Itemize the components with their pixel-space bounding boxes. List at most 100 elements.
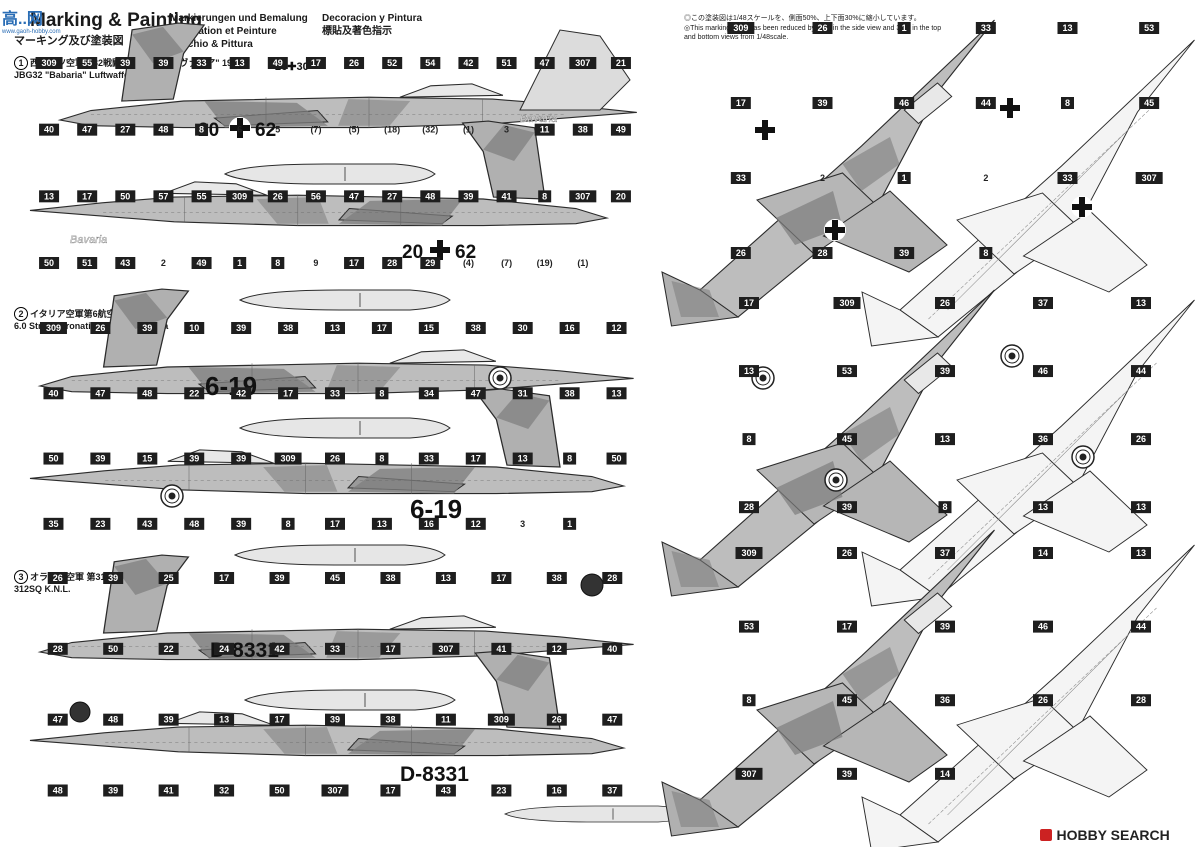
callout-number: 25 — [164, 573, 174, 583]
callout-s1_left-53: 1 — [233, 257, 247, 269]
callout-s1_left-46: 307 — [569, 190, 597, 203]
callout-number: 9 — [313, 258, 318, 268]
callout-s1_left-20: 8 — [195, 123, 209, 136]
scheme-1-tank-lower — [239, 289, 451, 311]
watermark-bottom-right: HOBBY SEARCH — [1040, 826, 1170, 844]
callout-s2_left-12: 12 — [606, 322, 627, 334]
callout-number: 13 — [330, 323, 340, 333]
callout-number: 33 — [736, 173, 746, 183]
callout-s3_left-3: 17 — [214, 572, 235, 584]
callout-s3_left-15: 42 — [269, 642, 290, 655]
callout-s1_left-16: 40 — [39, 123, 60, 136]
callout-right_bot-14: 28 — [1131, 694, 1151, 707]
callout-number: 48 — [108, 715, 118, 725]
callout-number: 42 — [463, 58, 473, 68]
callout-s3_left-24: 39 — [158, 713, 179, 726]
callout-right_bot-17: 14 — [935, 767, 955, 780]
iron-cross-marking — [1071, 196, 1093, 218]
callout-number: 13 — [940, 434, 950, 444]
callout-number: 41 — [496, 644, 506, 654]
callout-right_mid-9: 44 — [1131, 365, 1151, 378]
callout-right_mid-4: 13 — [1131, 297, 1151, 309]
callout-number: 50 — [120, 191, 130, 201]
callout-right_top-6: 17 — [730, 97, 751, 109]
callout-s3_left-32: 47 — [602, 713, 623, 726]
callout-number: 8 — [199, 125, 204, 135]
callout-right_mid-10: 8 — [742, 433, 756, 446]
callout-s3_left-38: 307 — [321, 784, 349, 797]
callout-right_bot-10: 8 — [742, 694, 756, 707]
callout-number: 39 — [842, 769, 852, 779]
scheme-2-bottom-view — [861, 299, 1195, 607]
callout-number: (1) — [463, 125, 474, 135]
callout-right_top-1: 26 — [812, 22, 833, 34]
callout-number: 47 — [540, 58, 550, 68]
watermark-url: www.gaoh-hobby.com — [2, 29, 61, 35]
callout-s1_left-49: 51 — [77, 257, 98, 269]
callout-s1_left-51: 2 — [161, 258, 166, 268]
callout-s1_left-33: 17 — [77, 190, 98, 203]
callout-s3_left-36: 32 — [214, 784, 235, 797]
callout-number: 17 — [219, 573, 229, 583]
callout-number: 8 — [1065, 98, 1070, 108]
callout-s2_left-18: 17 — [278, 387, 299, 400]
callout-s2_left-45: 17 — [325, 517, 345, 530]
callout-number: 41 — [502, 191, 512, 201]
callout-number: 48 — [425, 191, 435, 201]
callout-number: 309 — [733, 23, 748, 33]
callout-number: 13 — [1136, 548, 1146, 558]
callout-number: 10 — [189, 323, 199, 333]
callout-right_mid-1: 309 — [833, 297, 861, 309]
callout-number: 17 — [275, 715, 285, 725]
callout-s3_left-13: 22 — [158, 642, 179, 655]
callout-s2_left-24: 38 — [559, 387, 580, 400]
callout-number: 51 — [502, 58, 512, 68]
callout-number: 47 — [471, 388, 481, 398]
big-serials: 6-19 6-19 D-8331 D-8331 — [205, 371, 469, 786]
callout-right_top-14: 1 — [897, 172, 911, 184]
callout-number: 39 — [236, 323, 246, 333]
callout-number: 14 — [1038, 548, 1048, 558]
callout-number: 39 — [158, 58, 168, 68]
callout-number: (18) — [384, 125, 400, 135]
callout-right_bot-13: 26 — [1033, 694, 1053, 707]
callout-s1_left-60: (7) — [501, 258, 512, 268]
callout-number: 54 — [425, 58, 435, 68]
callout-number: 17 — [736, 98, 746, 108]
tail-badge — [580, 573, 604, 597]
callout-number: 309 — [741, 548, 756, 558]
callout-number: 3 — [504, 125, 509, 135]
callout-number: 53 — [842, 366, 852, 376]
callout-right_bot-9: 44 — [1131, 620, 1151, 633]
callout-number: 309 — [839, 298, 854, 308]
callout-number: 307 — [438, 644, 453, 654]
callout-s2_left-9: 38 — [465, 322, 486, 334]
callout-number: 29 — [425, 258, 435, 268]
callout-number: 8 — [983, 248, 988, 258]
callout-number: 28 — [387, 258, 397, 268]
callout-s3_left-5: 45 — [325, 572, 345, 584]
callout-s2_left-0: 309 — [39, 322, 67, 334]
callout-right_mid-17: 8 — [938, 501, 952, 514]
callout-number: 26 — [1136, 434, 1146, 444]
callout-s3_left-26: 17 — [269, 713, 290, 726]
callout-number: 5 — [275, 125, 280, 135]
callout-s1_left-10: 54 — [420, 57, 441, 69]
callout-s1_left-23: (7) — [310, 125, 321, 135]
callout-number: 49 — [616, 125, 626, 135]
callout-number: 39 — [120, 58, 130, 68]
callout-right_mid-12: 13 — [935, 433, 955, 446]
callout-s3_left-8: 17 — [491, 572, 512, 584]
callout-s1_left-1: 55 — [77, 57, 98, 69]
callout-number: 49 — [273, 58, 283, 68]
callout-number: 39 — [142, 323, 152, 333]
callout-number: 17 — [842, 622, 852, 632]
callout-s1_left-5: 13 — [229, 57, 250, 69]
callout-number: 26 — [817, 23, 827, 33]
callout-number: 26 — [273, 191, 283, 201]
callout-number: 39 — [108, 573, 118, 583]
callout-number: 42 — [275, 644, 285, 654]
callout-right_top-15: 2 — [983, 173, 988, 183]
callout-s3_left-10: 28 — [602, 572, 623, 584]
callout-number: 56 — [311, 191, 321, 201]
